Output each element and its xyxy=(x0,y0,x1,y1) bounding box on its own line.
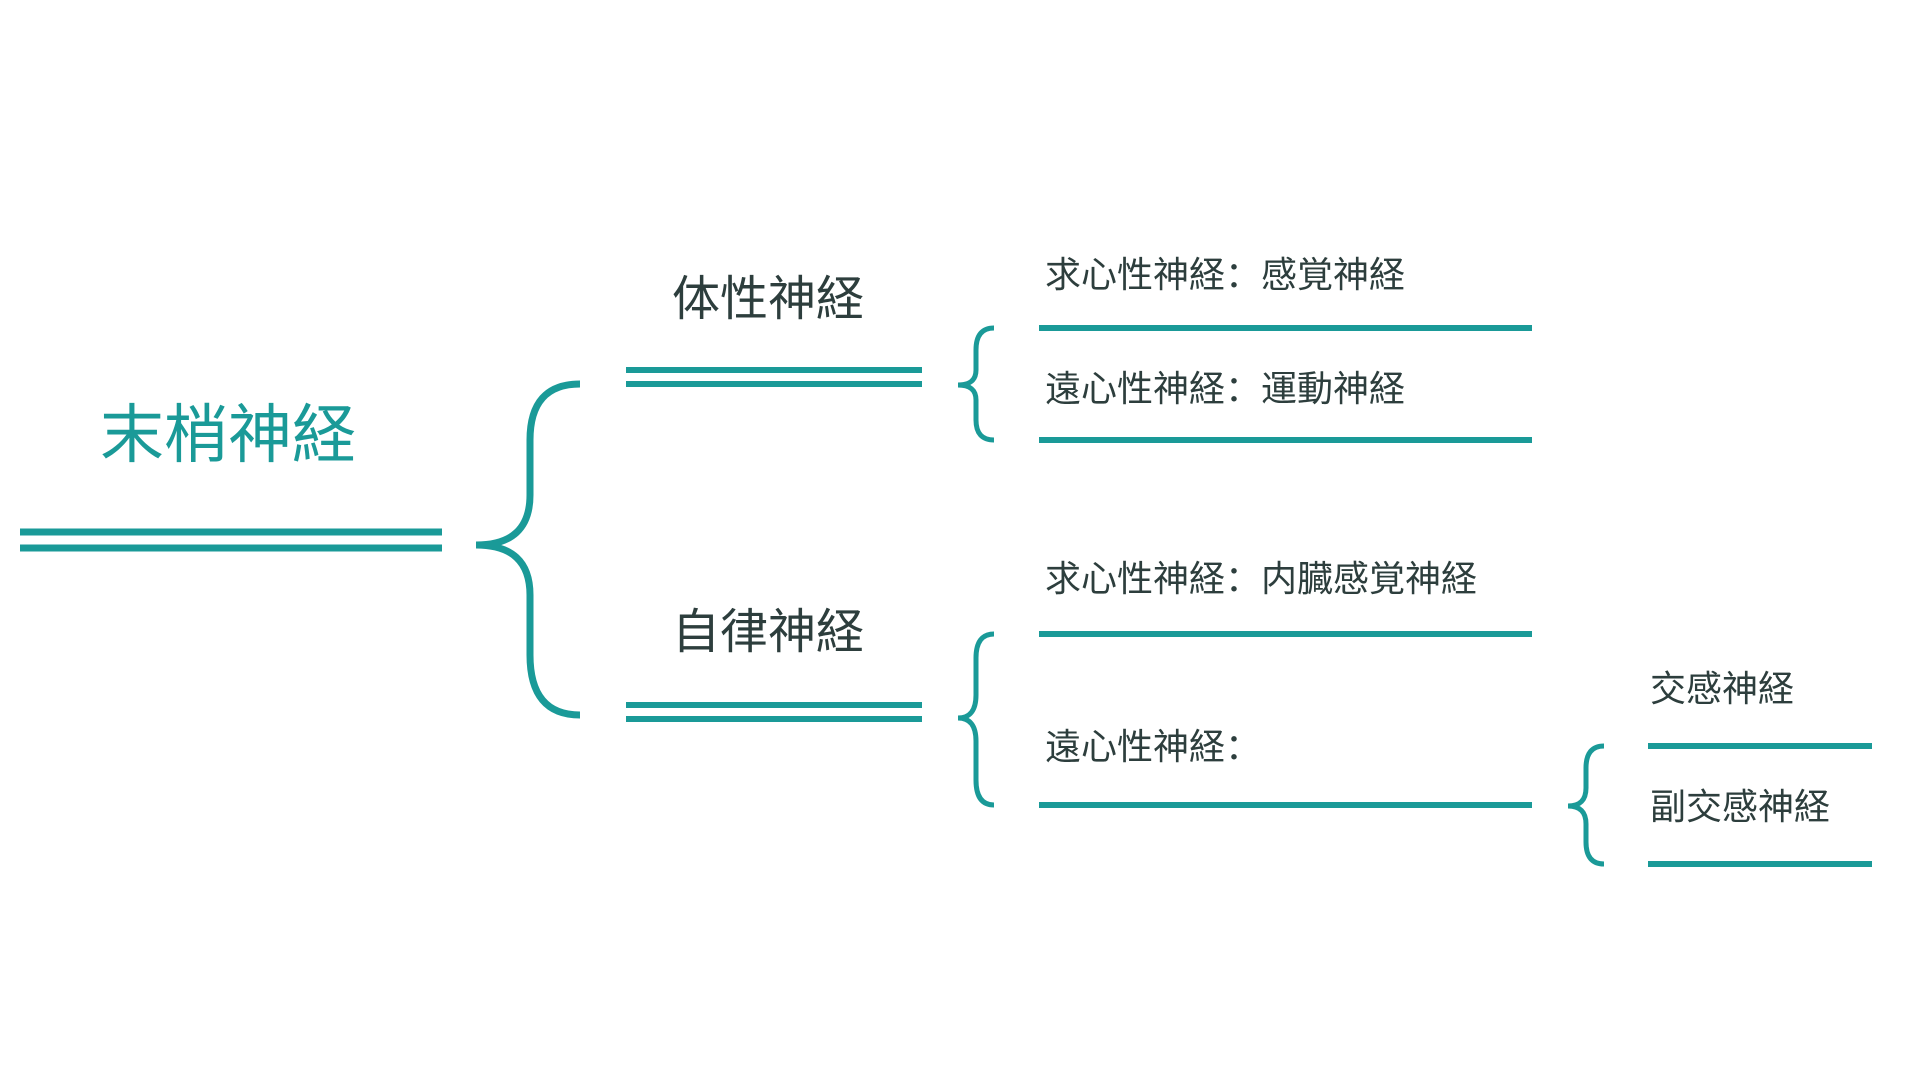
parasympathetic-label: 副交感神経 xyxy=(1650,787,1831,828)
autonomic-branch-label: 自律神経 xyxy=(672,604,865,660)
root-underline xyxy=(20,528,442,552)
sympathetic-label: 交感神経 xyxy=(1650,669,1795,710)
root-brace xyxy=(475,380,581,719)
somatic-underline xyxy=(626,367,922,387)
efferent-brace xyxy=(1567,743,1605,867)
root-label: 末梢神経 xyxy=(100,399,356,473)
somatic-brace xyxy=(957,325,995,443)
autonomic-underline xyxy=(626,702,922,722)
somatic-afferent-label: 求心性神経：感覚神経 xyxy=(1045,255,1406,296)
autonomic-brace xyxy=(957,631,995,808)
autonomic-afferent-label: 求心性神経：内臓感覚神経 xyxy=(1045,559,1478,600)
somatic-branch-label: 体性神経 xyxy=(672,271,865,327)
somatic-efferent-label: 遠心性神経：運動神経 xyxy=(1045,369,1406,410)
autonomic-efferent-label: 遠心性神経： xyxy=(1045,727,1262,768)
